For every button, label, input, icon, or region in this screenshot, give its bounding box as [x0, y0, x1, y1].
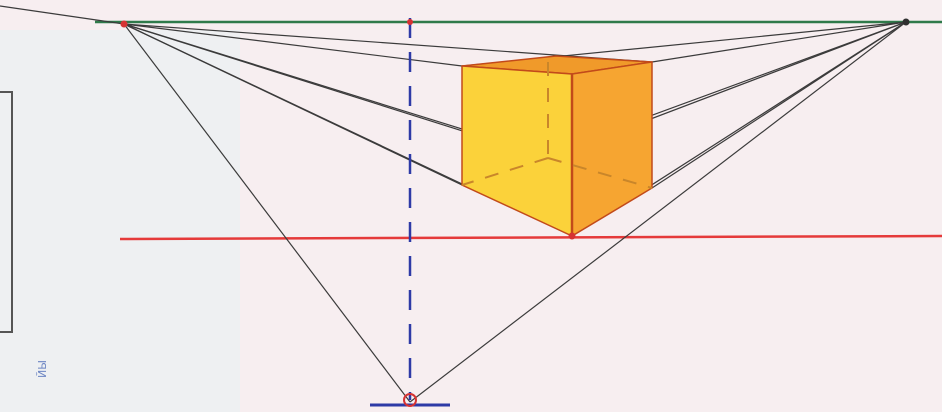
- left-panel: [0, 30, 240, 412]
- ground-point: [568, 232, 576, 240]
- ground-line: [119, 234, 942, 241]
- horizon-extension: [0, 5, 125, 25]
- cube-hidden-edges: [461, 62, 653, 189]
- cube-right-face: [571, 61, 653, 238]
- left-vanishing-point: [120, 20, 128, 28]
- station-point: [403, 393, 417, 407]
- side-tag-text: ЙЫ: [36, 360, 49, 378]
- right-vanishing-point: [902, 18, 910, 26]
- center-marker: [407, 19, 413, 25]
- guide-lines-left: [123, 23, 653, 403]
- frame-border: [0, 91, 13, 333]
- cube-left-face: [461, 65, 573, 238]
